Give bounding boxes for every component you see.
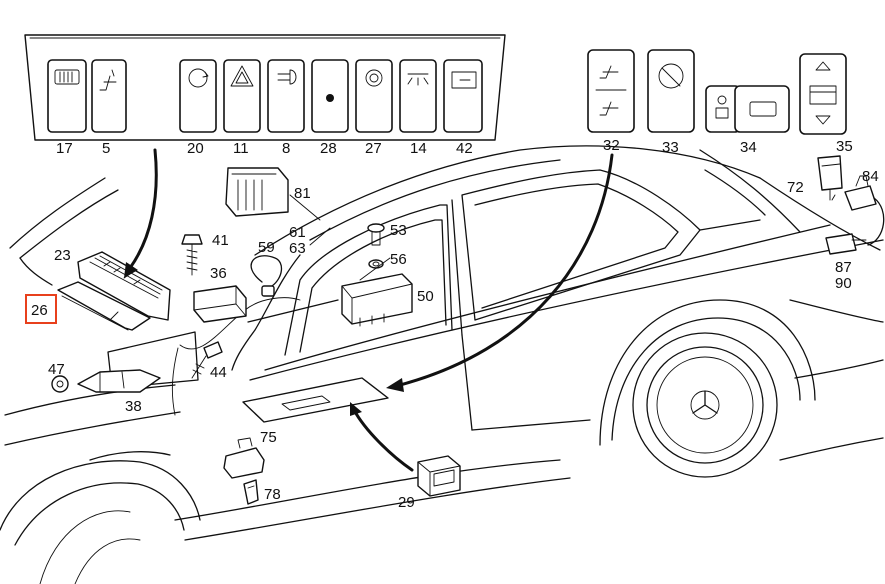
callout-labels: 17 5 20 11 8 28 27 14 42 32 33 34 35 81 … <box>25 137 879 511</box>
door-lock-switch <box>443 59 483 133</box>
interior-light-switch <box>399 59 437 133</box>
callout-27: 27 <box>365 140 382 157</box>
wire-61-63 <box>231 254 301 371</box>
callout-50: 50 <box>417 288 434 305</box>
callout-53: 53 <box>390 222 407 239</box>
callout-26: 26 <box>31 302 48 319</box>
switch-panel <box>24 34 506 141</box>
callout-42: 42 <box>456 140 473 157</box>
fan-switch <box>355 59 393 133</box>
callout-56: 56 <box>390 251 407 268</box>
callout-72: 72 <box>787 179 804 196</box>
hazard-switch <box>223 59 261 133</box>
child-seat-switch-34 <box>705 85 790 133</box>
headlamp-switch <box>267 59 305 133</box>
callout-61: 61 <box>289 224 306 241</box>
callout-44: 44 <box>210 364 227 381</box>
sensor-84 <box>844 175 885 246</box>
nut-47 <box>51 375 69 393</box>
callout-38: 38 <box>125 398 142 415</box>
module-50 <box>341 273 413 327</box>
callout-11: 11 <box>233 140 249 157</box>
connector-87-90 <box>825 233 867 255</box>
window-switch-35 <box>799 53 847 135</box>
leader-lines <box>289 194 836 281</box>
blank-switch <box>311 59 349 133</box>
connector-72 <box>817 155 843 201</box>
mat-75 <box>242 377 389 423</box>
callout-47: 47 <box>48 361 65 378</box>
callout-17: 17 <box>56 140 73 157</box>
callout-84: 84 <box>862 168 879 185</box>
callout-5: 5 <box>102 140 110 157</box>
bolt-41 <box>181 234 203 276</box>
callout-23: 23 <box>54 247 71 264</box>
seat-switch-32 <box>587 49 635 133</box>
cover-26 <box>57 281 151 331</box>
screw-53 <box>367 223 385 246</box>
pointer-arrows <box>124 148 614 472</box>
relay-81 <box>225 167 289 217</box>
callout-32: 32 <box>603 137 620 154</box>
switch-29 <box>417 455 461 497</box>
relay-36 <box>193 285 247 323</box>
wire-59 <box>250 255 283 293</box>
callout-81: 81 <box>294 185 311 202</box>
callout-26-highlight <box>25 294 57 324</box>
callout-75: 75 <box>260 429 277 446</box>
callout-33: 33 <box>662 139 679 156</box>
clip-78 <box>243 479 259 505</box>
bracket-38 <box>77 369 161 393</box>
callout-8: 8 <box>282 140 290 157</box>
seat-switch-33 <box>647 49 695 133</box>
callout-90: 90 <box>835 275 852 292</box>
nut-56 <box>368 259 384 269</box>
bolt-44 <box>191 341 223 379</box>
callout-29: 29 <box>398 494 415 511</box>
callout-14: 14 <box>410 140 427 157</box>
connector-75 <box>223 437 265 479</box>
car-body <box>0 145 884 584</box>
rear-defroster-switch <box>47 59 87 133</box>
callout-35: 35 <box>836 138 853 155</box>
callout-41: 41 <box>212 232 229 249</box>
callout-28: 28 <box>320 140 337 157</box>
callout-59: 59 <box>258 239 275 256</box>
seat-heater-switch <box>91 59 127 133</box>
callout-20: 20 <box>187 140 204 157</box>
callout-36: 36 <box>210 265 227 282</box>
callout-78: 78 <box>264 486 281 503</box>
grille-23 <box>77 251 171 321</box>
recirculation-switch <box>179 59 217 133</box>
callout-34: 34 <box>740 139 757 156</box>
callout-63: 63 <box>289 240 306 257</box>
callout-87: 87 <box>835 259 852 276</box>
